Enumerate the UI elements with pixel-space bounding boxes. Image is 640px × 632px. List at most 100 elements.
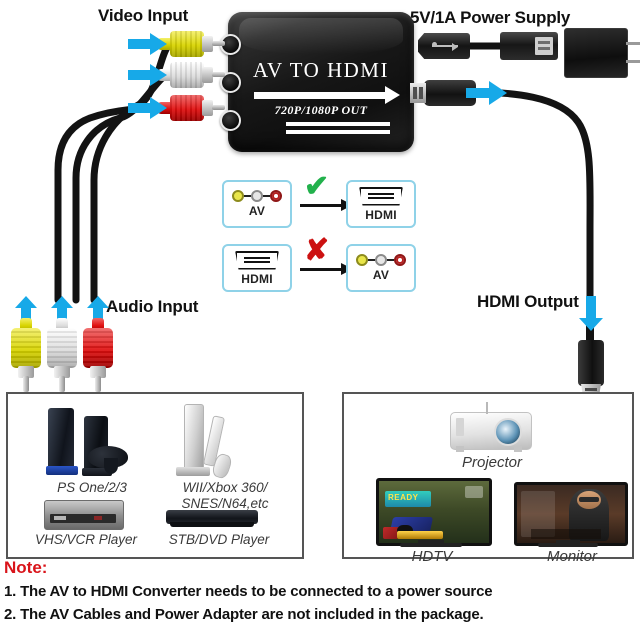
spec-box-hdmi-target: HDMI bbox=[346, 180, 416, 228]
rca-body bbox=[170, 62, 204, 88]
rca-dot-red-icon bbox=[270, 190, 282, 202]
monitor-base bbox=[538, 543, 598, 547]
blue-arrow-down-icon bbox=[578, 296, 604, 332]
hdmi-plug-metal bbox=[410, 83, 426, 103]
power-supply-label: 5V/1A Power Supply bbox=[410, 8, 571, 27]
rca-dot-white-icon bbox=[375, 254, 387, 266]
vcr-button bbox=[54, 516, 66, 520]
micro-usb-connector bbox=[418, 33, 470, 59]
rca-pin bbox=[23, 376, 29, 392]
device-rca-jack-audio-r bbox=[220, 110, 241, 131]
spec-label: HDMI bbox=[365, 207, 397, 222]
hdmi-output-label: HDMI Output bbox=[477, 292, 579, 311]
blue-arrow-right-icon bbox=[128, 63, 168, 87]
rca-body bbox=[83, 328, 113, 368]
rca-link bbox=[387, 259, 394, 261]
blue-arrow-right-icon bbox=[128, 32, 168, 56]
source-device-label: PS One/2/3 bbox=[57, 480, 127, 495]
projector-foot bbox=[456, 446, 464, 452]
device-stripe-2 bbox=[286, 130, 390, 134]
flow-arrow-blocked bbox=[300, 263, 353, 275]
hdmi-connector-icon bbox=[359, 186, 403, 206]
device-stripe-1 bbox=[286, 122, 390, 126]
blue-arrow-up-icon bbox=[86, 296, 110, 330]
vcr-indicator bbox=[94, 516, 102, 520]
vcr-slot bbox=[50, 514, 116, 523]
device-arrow-icon bbox=[254, 86, 400, 104]
rca-dot-yellow-icon bbox=[232, 190, 244, 202]
rca-link bbox=[244, 195, 251, 197]
note-title: Note: bbox=[4, 558, 48, 577]
blue-arrow-right-icon bbox=[466, 80, 508, 106]
usb-symbol-icon bbox=[432, 42, 458, 51]
spec-label: AV bbox=[372, 268, 390, 282]
spec-box-av-target: AV bbox=[346, 244, 416, 292]
rca-sleeve bbox=[90, 366, 106, 378]
monitor-neck bbox=[556, 540, 580, 545]
hdtv-base bbox=[400, 543, 462, 547]
adapter-prong bbox=[626, 42, 640, 45]
rca-plug-red-out bbox=[83, 318, 113, 392]
blue-arrow-up-icon bbox=[14, 296, 38, 330]
rca-dot-white-icon bbox=[251, 190, 263, 202]
rca-plug-yellow-video bbox=[158, 31, 225, 57]
output-device-label: Projector bbox=[461, 454, 523, 471]
rca-body bbox=[11, 328, 41, 368]
rca-pin bbox=[212, 105, 225, 110]
cross-icon: ✘ bbox=[304, 234, 330, 267]
hdtv: READY bbox=[376, 478, 492, 546]
power-adapter bbox=[564, 28, 628, 78]
monitor bbox=[514, 482, 628, 546]
projector-foot bbox=[514, 446, 522, 452]
av-rca-icon bbox=[356, 254, 406, 266]
projector-antenna bbox=[486, 402, 488, 414]
device-subtitle: 720P/1080P OUT bbox=[274, 103, 368, 117]
spec-label: HDMI bbox=[241, 271, 273, 286]
output-device-label: HDTV bbox=[411, 548, 453, 565]
hdtv-overlay-text: READY bbox=[388, 493, 419, 502]
rca-body bbox=[170, 31, 204, 57]
spec-label: AV bbox=[248, 204, 266, 218]
rca-pin bbox=[59, 376, 65, 392]
source-devices-panel: PS One/2/3 WII/Xbox 360/ SNES/N64,etc VH… bbox=[6, 392, 304, 559]
spec-box-hdmi-source: HDMI bbox=[222, 244, 292, 292]
output-device-label: Monitor bbox=[546, 548, 598, 565]
spec-box-av-source: AV bbox=[222, 180, 292, 228]
device-title: AV TO HDMI bbox=[253, 58, 389, 82]
flow-arrow-allowed bbox=[300, 199, 353, 211]
ps-console-body bbox=[48, 408, 74, 470]
adapter-prong bbox=[626, 60, 640, 63]
rca-pin bbox=[212, 72, 225, 77]
rca-sleeve bbox=[202, 36, 213, 52]
rca-dot-yellow-icon bbox=[356, 254, 368, 266]
output-devices-panel: Projector READY HDTV Monitor bbox=[342, 392, 634, 565]
rca-plug-red-audio-r bbox=[158, 95, 225, 121]
rca-sleeve bbox=[54, 366, 70, 378]
device-rca-jack-audio-l bbox=[220, 72, 241, 93]
note-line-1: 1. The AV to HDMI Converter needs to be … bbox=[4, 583, 493, 600]
rca-plug-white-out bbox=[47, 318, 77, 392]
rca-dot-red-icon bbox=[394, 254, 406, 266]
source-device-label: WII/Xbox 360/ SNES/N64,etc bbox=[181, 480, 269, 511]
dvd-player-base bbox=[170, 522, 254, 527]
rca-sleeve bbox=[202, 100, 213, 116]
hdmi-plug-output bbox=[578, 340, 604, 399]
check-icon: ✔ bbox=[304, 170, 330, 203]
usb-a-connector bbox=[500, 32, 558, 60]
hdtv-hud bbox=[465, 486, 483, 498]
dvd-player-body bbox=[166, 510, 258, 524]
ps-controller bbox=[88, 446, 128, 468]
video-input-label: Video Input bbox=[98, 6, 189, 25]
rca-body bbox=[47, 328, 77, 368]
hdtv-scorebar bbox=[397, 531, 443, 539]
blue-arrow-right-icon bbox=[128, 96, 168, 120]
hdtv-neck bbox=[418, 540, 444, 545]
av-to-hdmi-converter: AV TO HDMI 720P/1080P OUT bbox=[220, 12, 414, 152]
monitor-person-glasses bbox=[579, 497, 599, 502]
rca-sleeve bbox=[18, 366, 34, 378]
rca-body bbox=[170, 95, 204, 121]
note-line-2: 2. The AV Cables and Power Adapter are n… bbox=[4, 606, 484, 623]
rca-sleeve bbox=[202, 67, 213, 83]
monitor-counter bbox=[531, 529, 601, 539]
